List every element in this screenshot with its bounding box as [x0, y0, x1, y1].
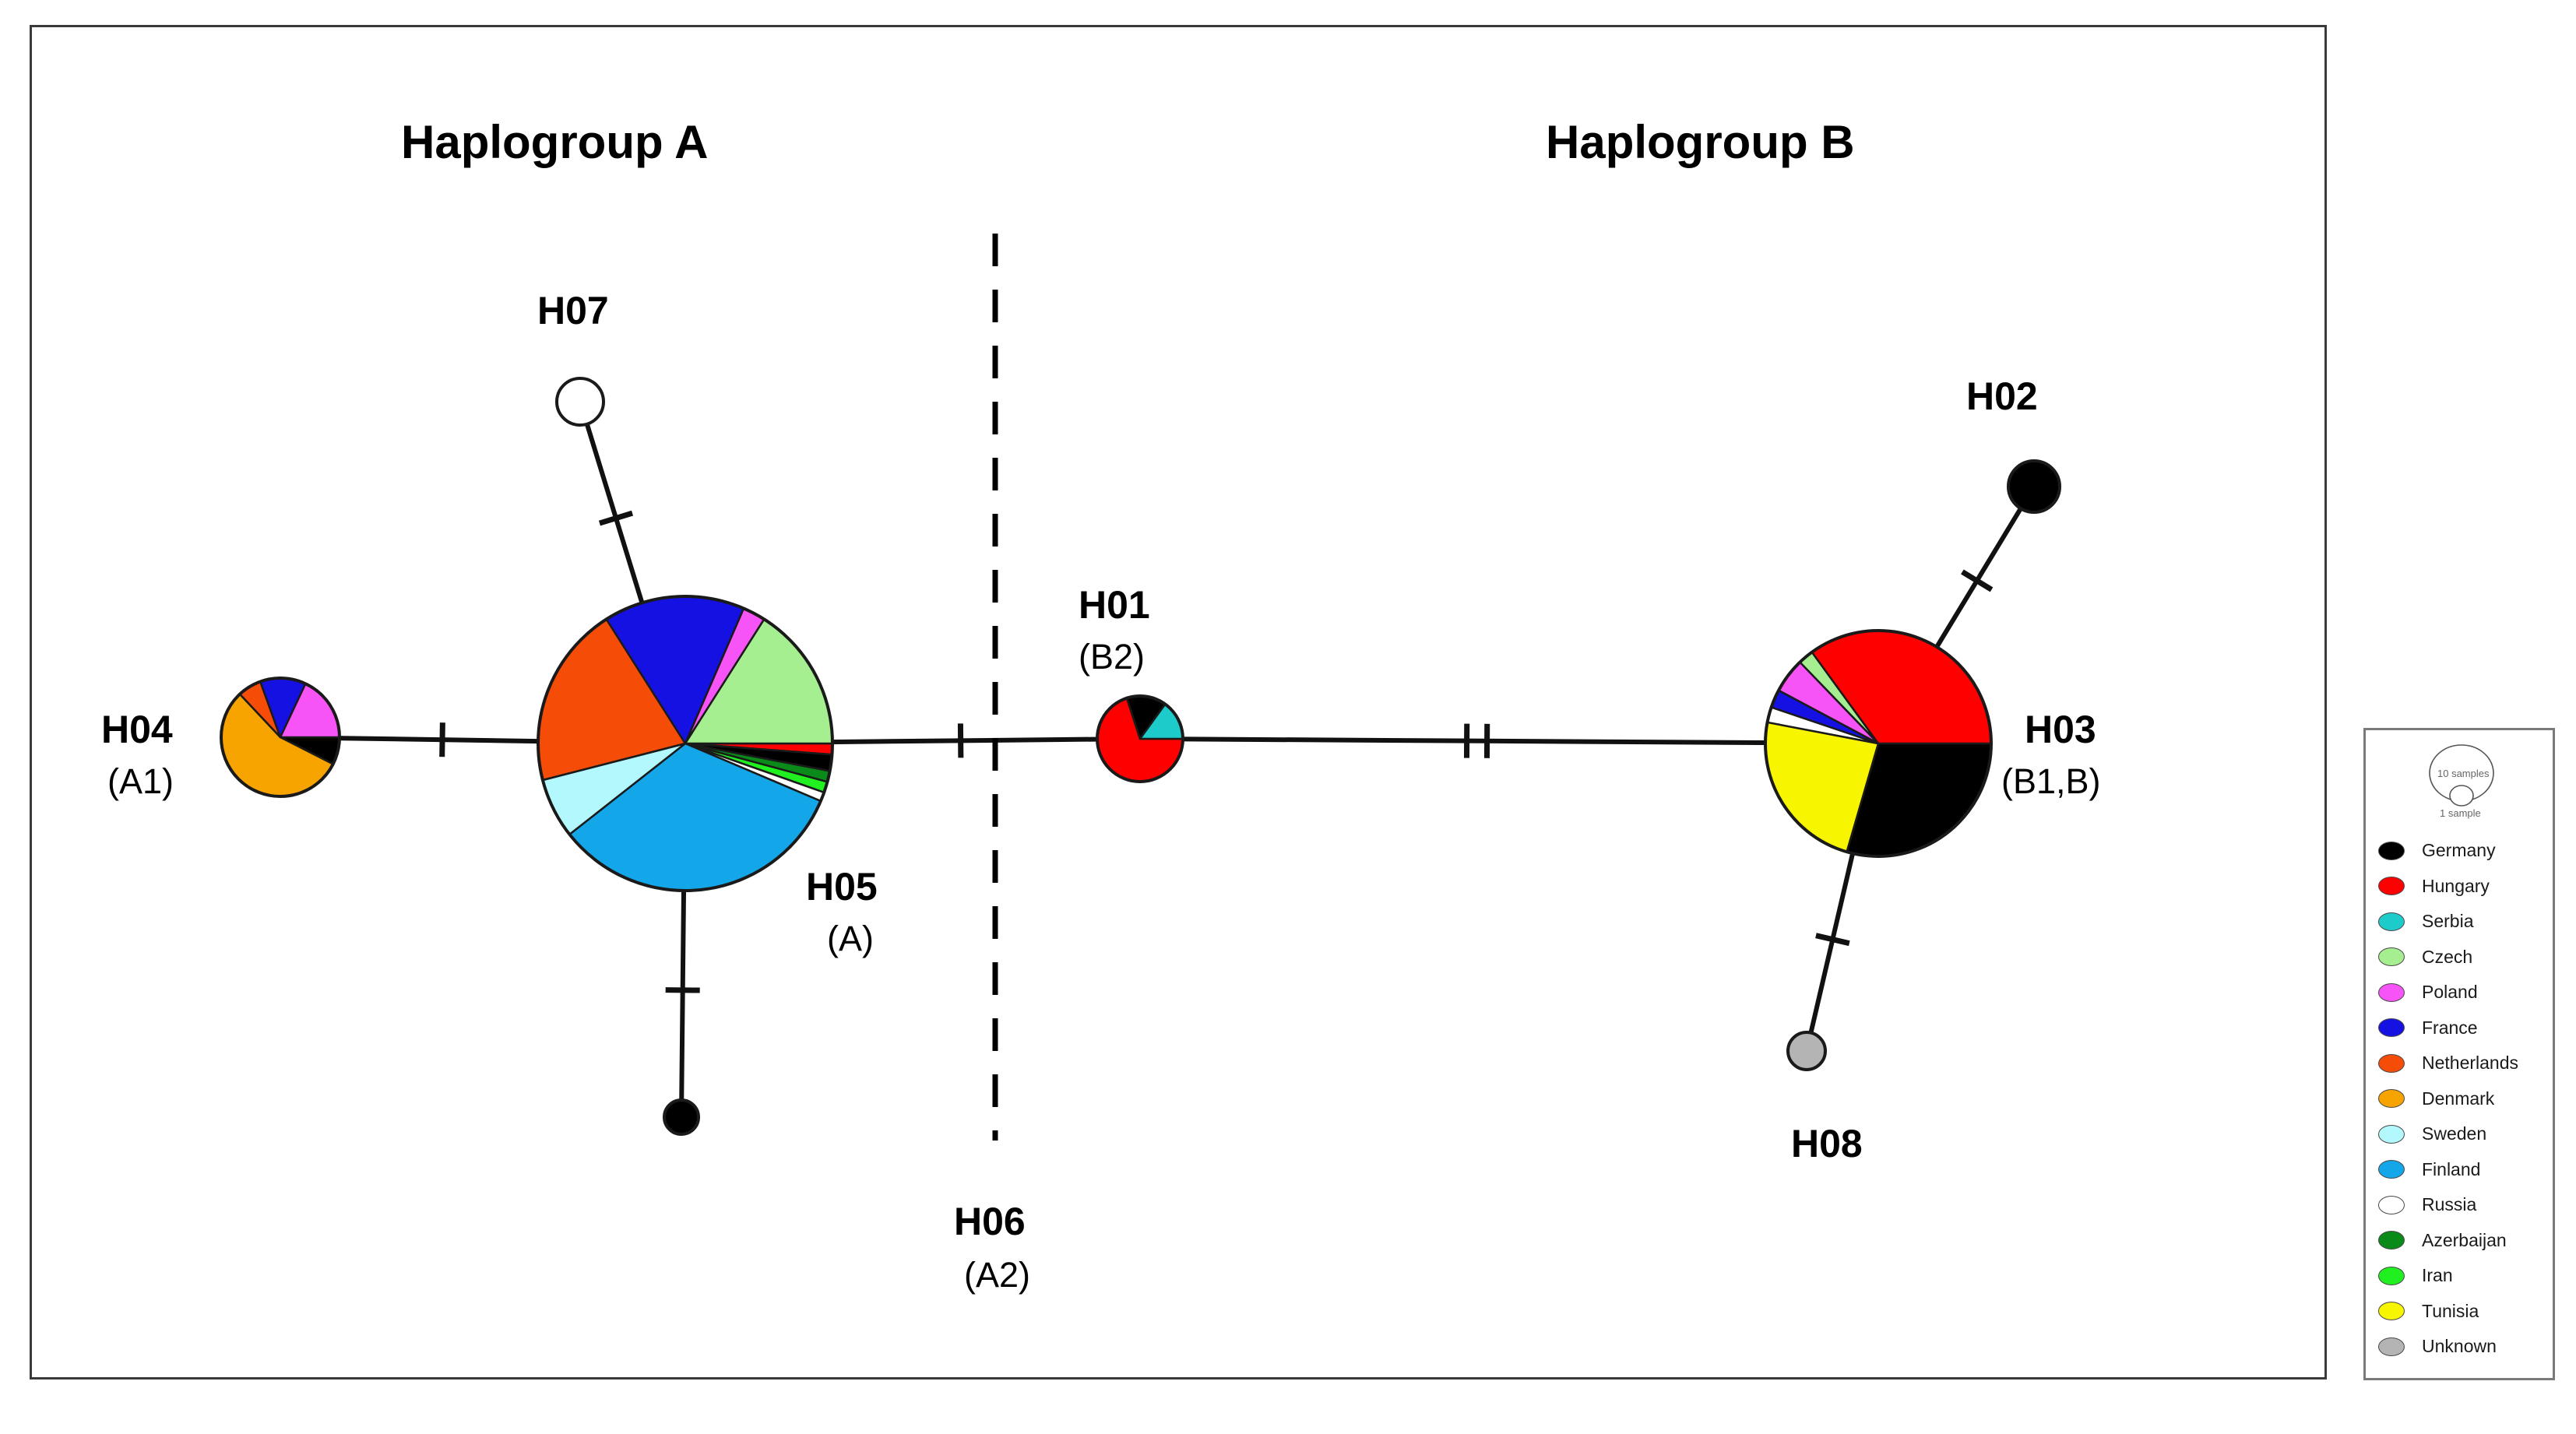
legend-item-tunisia[interactable]: Tunisia — [2378, 1294, 2550, 1330]
legend-label: Poland — [2422, 982, 2478, 1003]
legend-item-france[interactable]: France — [2378, 1010, 2550, 1046]
legend-item-finland[interactable]: Finland — [2378, 1152, 2550, 1188]
legend-item-sweden[interactable]: Sweden — [2378, 1116, 2550, 1152]
legend-label: Azerbaijan — [2422, 1229, 2507, 1250]
node-label-h07: H07 — [537, 289, 609, 332]
legend-label: Netherlands — [2422, 1053, 2519, 1074]
legend-label: Czech — [2422, 946, 2473, 967]
legend-item-czech[interactable]: Czech — [2378, 940, 2550, 975]
legend-item-iran[interactable]: Iran — [2378, 1258, 2550, 1294]
legend-swatch-finland-icon — [2378, 1160, 2405, 1179]
node-label-h05: H05 — [806, 865, 878, 909]
node-sublabel-h04: (A1) — [107, 761, 174, 801]
legend-item-unknown[interactable]: Unknown — [2378, 1329, 2550, 1365]
legend-swatch-serbia-icon — [2378, 912, 2405, 931]
node-label-h03: H03 — [2025, 708, 2096, 751]
scale-label-1-sample: 1 sample — [2440, 807, 2481, 819]
legend-label: Tunisia — [2422, 1300, 2479, 1321]
legend-swatch-czech-icon — [2378, 947, 2405, 967]
legend-label: Russia — [2422, 1194, 2477, 1215]
legend-swatch-france-icon — [2378, 1018, 2405, 1038]
legend-label: Finland — [2422, 1158, 2481, 1179]
legend-swatch-sweden-icon — [2378, 1124, 2405, 1144]
legend-item-serbia[interactable]: Serbia — [2378, 904, 2550, 940]
node-label-h02: H02 — [1966, 374, 2038, 418]
legend-label: Denmark — [2422, 1088, 2495, 1109]
legend-item-azerbaijan[interactable]: Azerbaijan — [2378, 1223, 2550, 1259]
legend-label: Germany — [2422, 840, 2496, 861]
haplogroup-a-title: Haplogroup A — [401, 116, 709, 168]
node-label-h04: H04 — [101, 708, 173, 751]
legend-swatch-russia-icon — [2378, 1195, 2405, 1214]
legend-item-germany[interactable]: Germany — [2378, 833, 2550, 869]
legend-swatch-hungary-icon — [2378, 877, 2405, 896]
legend-item-netherlands[interactable]: Netherlands — [2378, 1046, 2550, 1081]
legend-label: Hungary — [2422, 875, 2490, 896]
legend-swatch-germany-icon — [2378, 841, 2405, 860]
legend-item-hungary[interactable]: Hungary — [2378, 869, 2550, 905]
legend-item-denmark[interactable]: Denmark — [2378, 1081, 2550, 1117]
legend-item-russia[interactable]: Russia — [2378, 1187, 2550, 1223]
legend-label: Sweden — [2422, 1123, 2487, 1144]
node-sublabel-h06: (A2) — [964, 1255, 1031, 1295]
legend-swatch-unknown-icon — [2378, 1337, 2405, 1356]
legend-swatch-iran-icon — [2378, 1266, 2405, 1285]
legend-swatch-azerbaijan-icon — [2378, 1231, 2405, 1250]
plot-frame — [30, 25, 2327, 1380]
node-label-h08: H08 — [1791, 1122, 1863, 1165]
haplogroup-b-title: Haplogroup B — [1546, 116, 1855, 168]
legend-swatch-netherlands-icon — [2378, 1053, 2405, 1073]
legend-label: Unknown — [2422, 1336, 2497, 1357]
scale-label-10-samples: 10 samples — [2437, 768, 2490, 779]
legend-label: France — [2422, 1017, 2478, 1038]
size-scale-icon — [2429, 744, 2494, 807]
legend-swatch-poland-icon — [2378, 982, 2405, 1002]
node-sublabel-h05: (A) — [827, 919, 874, 958]
node-label-h01: H01 — [1079, 583, 1150, 627]
legend-label: Iran — [2422, 1265, 2453, 1286]
legend-swatch-tunisia-icon — [2378, 1302, 2405, 1321]
node-sublabel-h03: (B1,B) — [2001, 761, 2101, 801]
node-sublabel-h01: (B2) — [1079, 637, 1145, 677]
legend-item-poland[interactable]: Poland — [2378, 975, 2550, 1010]
node-label-h06: H06 — [954, 1200, 1026, 1243]
legend-label: Serbia — [2422, 911, 2474, 932]
legend-size-scale: 10 samples 1 sample — [2366, 730, 2553, 830]
legend-swatch-denmark-icon — [2378, 1089, 2405, 1109]
